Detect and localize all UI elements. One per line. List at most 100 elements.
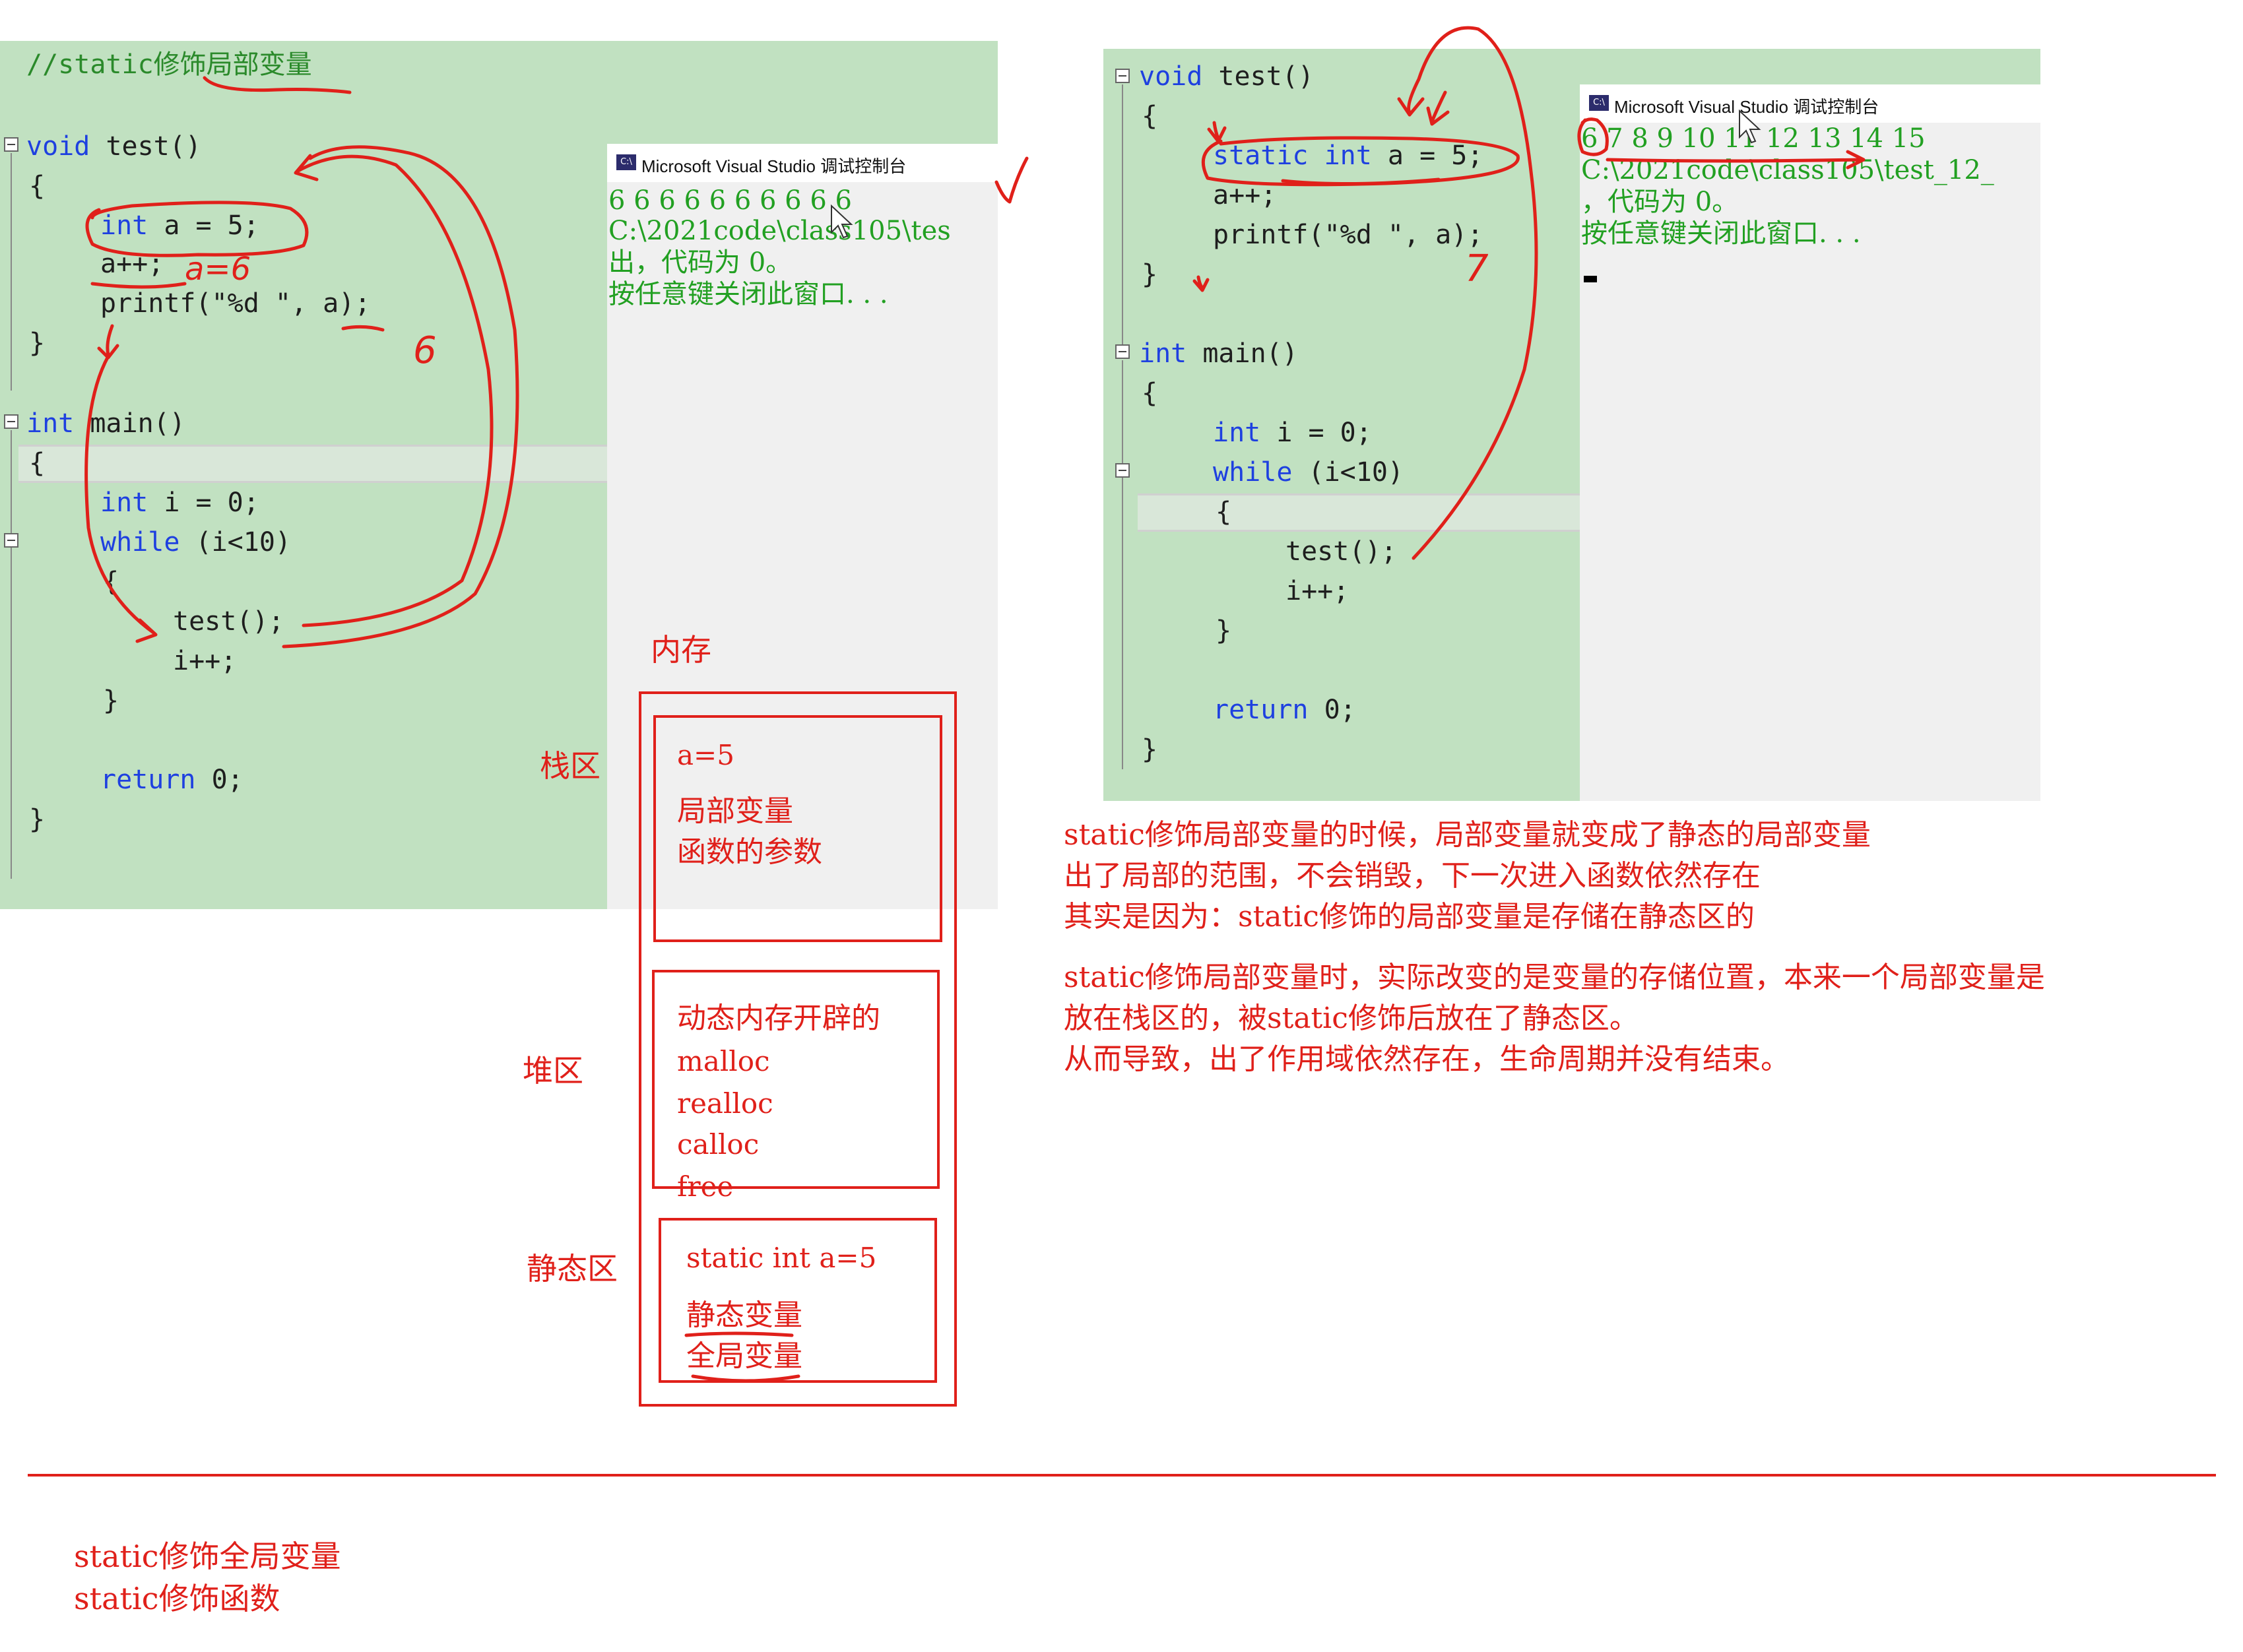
- keyword: int: [1308, 141, 1372, 171]
- code-line: }: [1142, 259, 1158, 290]
- current-line-highlight: [1138, 493, 1613, 532]
- code-text: test(): [90, 131, 201, 162]
- code-line-int-i: int i = 0;: [100, 490, 259, 516]
- keyword: int: [1139, 338, 1187, 369]
- heap-item: calloc: [677, 1128, 760, 1160]
- code-text: i = 0;: [1260, 418, 1372, 448]
- code-comment: //static修饰局部变量: [26, 49, 312, 80]
- heap-item: realloc: [677, 1087, 773, 1120]
- stack-item: a=5: [677, 739, 734, 771]
- code-text: a = 5;: [148, 210, 259, 241]
- section-divider: [28, 1474, 2216, 1477]
- bottom-topic: static修饰函数: [74, 1581, 280, 1616]
- code-line-return: return 0;: [100, 767, 244, 793]
- note-line: 从而导致，出了作用域依然存在，生命周期并没有结束。: [1064, 1042, 1790, 1076]
- fold-toggle-test[interactable]: [1115, 69, 1130, 83]
- code-line: {: [29, 171, 46, 201]
- code-text: (i<10): [179, 527, 292, 557]
- code-line-while: while (i<10): [100, 529, 291, 556]
- console-titlebar[interactable]: C:\ Microsoft Visual Studio 调试控制台: [1580, 84, 2040, 123]
- code-line: }: [103, 685, 119, 716]
- heap-item: malloc: [677, 1045, 770, 1077]
- code-line: {: [29, 448, 46, 478]
- right-debug-console[interactable]: C:\ Microsoft Visual Studio 调试控制台 6 7 8 …: [1580, 84, 2040, 801]
- code-line-call-test: test();: [1285, 536, 1397, 567]
- handwritten-seven: 7: [1465, 247, 1489, 290]
- code-line: {: [1142, 101, 1158, 131]
- memory-title: 内存: [651, 632, 711, 668]
- heap-item: 动态内存开辟的: [677, 1001, 880, 1035]
- console-output-line: 按任意键关闭此窗口. . .: [608, 279, 888, 309]
- code-line-test-sig: void test(): [26, 133, 201, 160]
- code-line: }: [1216, 616, 1232, 646]
- stack-item: 局部变量: [677, 794, 793, 828]
- stack-label: 栈区: [540, 748, 601, 784]
- code-line-i-inc: i++;: [173, 646, 237, 676]
- code-line-call-test: test();: [173, 606, 284, 637]
- stack-item: 函数的参数: [677, 835, 822, 869]
- code-line-int-i: int i = 0;: [1213, 420, 1372, 446]
- left-debug-console[interactable]: C:\ Microsoft Visual Studio 调试控制台 6 6 6 …: [607, 144, 998, 909]
- fold-guide: [11, 430, 12, 879]
- console-output-line: C:\2021code\class105\tes: [608, 216, 951, 246]
- static-item: static int a=5: [686, 1242, 877, 1274]
- code-text: 0;: [1308, 695, 1356, 725]
- keyword: void: [1139, 61, 1203, 92]
- note-line: 其实是因为：static修饰的局部变量是存储在静态区的: [1064, 900, 1755, 934]
- console-output-line: ，代码为 0。: [1581, 187, 1739, 217]
- console-titlebar[interactable]: C:\ Microsoft Visual Studio 调试控制台: [607, 144, 998, 182]
- code-line-inc: a++;: [1213, 180, 1277, 210]
- code-line-return: return 0;: [1213, 697, 1356, 723]
- fold-toggle-while[interactable]: [4, 533, 18, 548]
- code-line: {: [1142, 378, 1158, 408]
- fold-toggle-while[interactable]: [1115, 463, 1130, 478]
- keyword: int: [100, 488, 148, 518]
- code-line-main-sig: int main(): [26, 410, 185, 437]
- code-line: }: [1142, 734, 1158, 765]
- code-line-printf: printf("%d ", a);: [100, 288, 371, 319]
- current-line-highlight: [18, 445, 612, 483]
- fold-toggle-test[interactable]: [4, 137, 18, 152]
- code-line-decl: int a = 5;: [100, 212, 259, 239]
- console-app-icon: C:\: [1589, 95, 1609, 111]
- stack-box: [653, 715, 942, 942]
- keyword: return: [100, 765, 196, 795]
- code-line-inc: a++;: [100, 249, 164, 279]
- keyword: static: [1213, 141, 1309, 171]
- code-line-i-inc: i++;: [1285, 576, 1349, 606]
- console-output-line: C:\2021code\class105\test_12_: [1581, 155, 1994, 185]
- console-title: Microsoft Visual Studio 调试控制台: [641, 156, 907, 176]
- bottom-topic: static修饰全局变量: [74, 1539, 341, 1574]
- keyword: while: [1213, 457, 1293, 488]
- heap-box: [652, 970, 940, 1189]
- console-output-line: 按任意键关闭此窗口. . .: [1581, 218, 1861, 249]
- memory-outer-box: [639, 691, 957, 1407]
- console-app-icon: C:\: [616, 154, 636, 170]
- keyword: int: [100, 210, 148, 241]
- fold-toggle-main[interactable]: [4, 414, 18, 429]
- keyword: int: [26, 408, 75, 439]
- code-text: i = 0;: [148, 488, 259, 518]
- console-output-line: 6 6 6 6 6 6 6 6 6 6: [608, 185, 852, 216]
- code-line: {: [1216, 497, 1232, 527]
- keyword: return: [1213, 695, 1309, 725]
- console-output-line: 出，代码为 0。: [608, 247, 793, 278]
- fold-toggle-main[interactable]: [1115, 344, 1130, 359]
- fold-guide: [1122, 84, 1123, 348]
- fold-guide: [1122, 360, 1123, 769]
- handwritten-six: 6: [413, 329, 437, 372]
- static-item: 静态变量: [686, 1298, 802, 1332]
- keyword: int: [1213, 418, 1261, 448]
- keyword: while: [100, 527, 180, 557]
- code-line-while: while (i<10): [1213, 459, 1404, 486]
- fold-guide: [11, 153, 12, 391]
- note-line: 出了局部的范围，不会销毁，下一次进入函数依然存在: [1064, 859, 1761, 893]
- code-line-main-sig: int main(): [1139, 340, 1298, 367]
- code-text: main(): [1187, 338, 1298, 369]
- code-text: (i<10): [1292, 457, 1404, 488]
- note-line: 放在栈区的，被static修饰后放在了静态区。: [1064, 1001, 1639, 1035]
- code-line-test-sig: void test(): [1139, 63, 1314, 90]
- static-item: 全局变量: [686, 1339, 802, 1373]
- heap-label: 堆区: [523, 1053, 583, 1089]
- code-text: 0;: [195, 765, 244, 795]
